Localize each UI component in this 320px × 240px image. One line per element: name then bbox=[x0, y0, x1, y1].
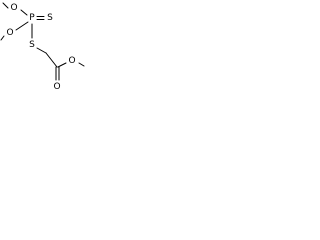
bond-s-ch2 bbox=[36, 47, 47, 54]
bond-lines bbox=[0, 2, 85, 81]
molecule-structure: O P S O S O O bbox=[0, 2, 85, 92]
atom-o-left: O bbox=[6, 28, 13, 38]
bond-methyl-o-top bbox=[2, 2, 9, 9]
bond-c-o-ester bbox=[57, 62, 67, 68]
atom-o-top-left: O bbox=[10, 3, 17, 13]
atom-s-double: S bbox=[47, 13, 53, 23]
bond-ch2-c bbox=[45, 52, 58, 68]
bond-o-top-p bbox=[20, 9, 28, 16]
atom-o-ester: O bbox=[68, 56, 75, 66]
bond-methyl-o-left bbox=[0, 35, 5, 41]
atom-s-thioether: S bbox=[29, 40, 35, 50]
atom-o-carbonyl: O bbox=[53, 82, 60, 92]
bond-o-ester-methyl bbox=[78, 62, 85, 67]
atom-p-center: P bbox=[29, 13, 35, 23]
bond-o-left-p bbox=[15, 21, 29, 31]
